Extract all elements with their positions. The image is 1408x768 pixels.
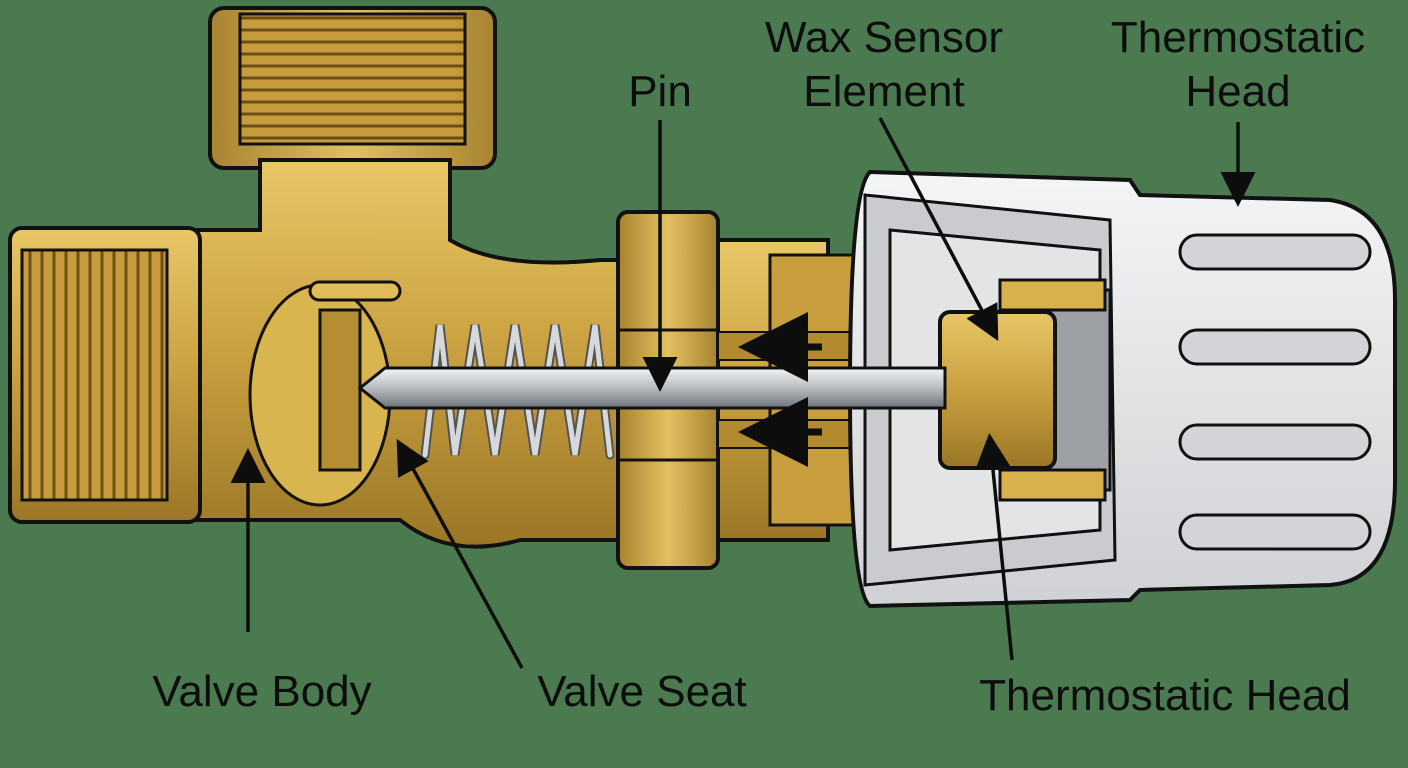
seat-leader — [396, 438, 524, 669]
label-pin: Pin — [628, 67, 692, 116]
label-wax-sensor-line1: Wax Sensor — [765, 13, 1003, 62]
label-valve-body: Valve Body — [152, 667, 371, 716]
pin — [357, 366, 947, 410]
flow-arrows — [738, 312, 822, 467]
wax-leader — [878, 117, 999, 342]
valve-body-shape — [8, 158, 622, 549]
head-bottom-leader — [975, 433, 1014, 661]
label-thermostatic-head-top-line1: Thermostatic — [1111, 13, 1365, 62]
label-thermostatic-head-top-line2: Head — [1185, 67, 1290, 116]
label-thermostatic-head-bottom: Thermostatic Head — [979, 671, 1351, 720]
label-valve-seat: Valve Seat — [537, 667, 747, 716]
spring — [420, 324, 615, 460]
label-wax-sensor-line2: Element — [803, 67, 964, 116]
top-inlet — [208, 6, 497, 170]
